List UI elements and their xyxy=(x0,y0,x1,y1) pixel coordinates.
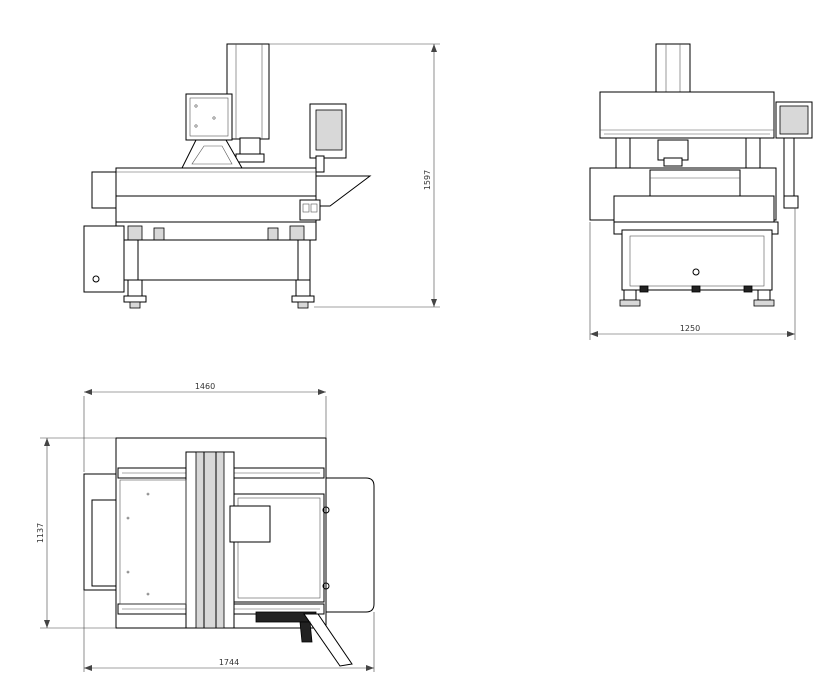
side-view: 1597 xyxy=(83,43,440,309)
top-view: 1460 1137 1744 xyxy=(36,382,375,672)
dim-height-label: 1597 xyxy=(423,170,432,190)
dim-front-width-label: 1250 xyxy=(680,324,700,333)
dim-top-overall-label: 1744 xyxy=(219,658,239,667)
front-view: 1250 xyxy=(589,43,813,340)
dim-top-depth-label: 1137 xyxy=(36,523,45,543)
dim-top-width-label: 1460 xyxy=(195,382,215,391)
